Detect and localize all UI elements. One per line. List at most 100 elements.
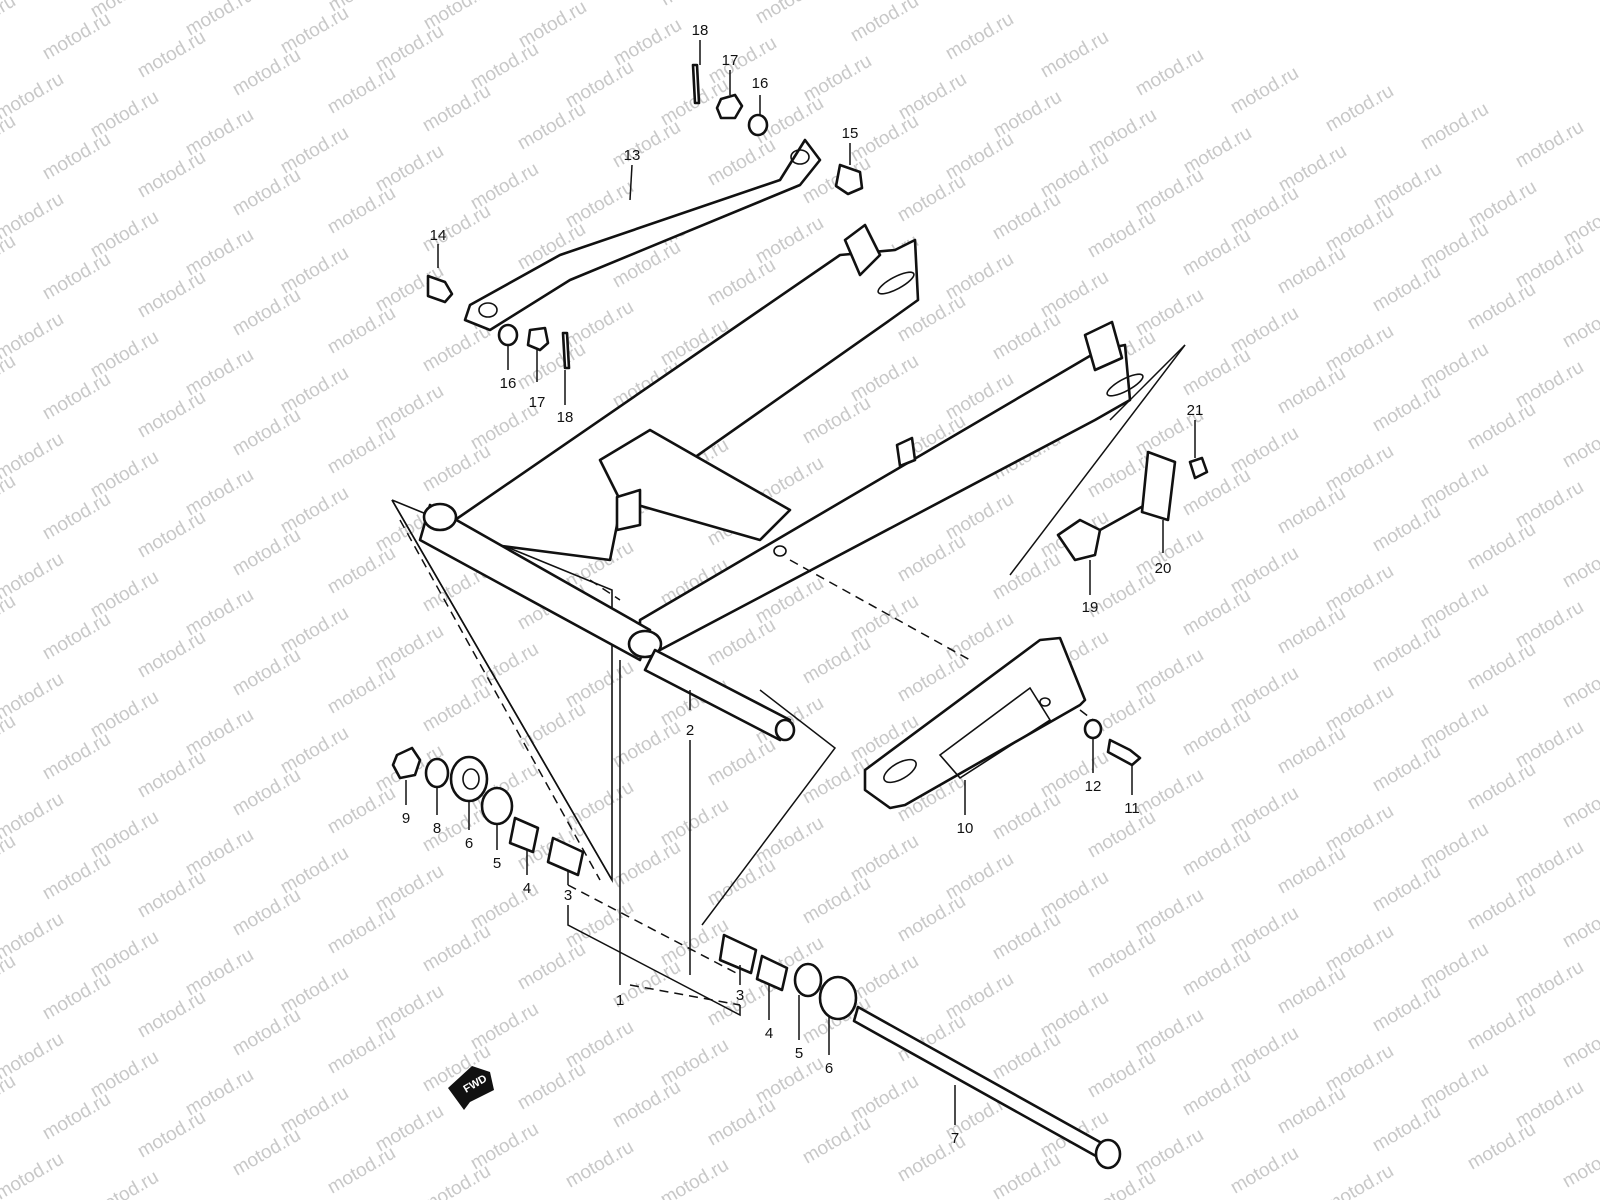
callout-1: 1: [616, 992, 624, 1009]
watermark-text: motod.ru: [1559, 537, 1600, 593]
hardware: [391, 63, 1209, 1170]
watermark-text: motod.ru: [1559, 777, 1600, 833]
watermark-text: motod.ru: [1179, 705, 1254, 761]
watermark-text: motod.ru: [39, 969, 114, 1025]
watermark-text: motod.ru: [229, 45, 304, 101]
watermark-text: motod.ru: [1179, 825, 1254, 881]
watermark-text: motod.ru: [1084, 807, 1159, 863]
watermark-text: motod.ru: [989, 309, 1064, 365]
watermark-text: motod.ru: [1274, 603, 1349, 659]
callout-14: 14: [430, 227, 447, 244]
leader-lines: [405, 40, 1196, 1125]
watermark-text: motod.ru: [134, 267, 209, 323]
watermark-text: motod.ru: [704, 855, 779, 911]
callout-6-right: 6: [825, 1060, 833, 1077]
watermark-text: motod.ru: [229, 765, 304, 821]
watermark-text: motod.ru: [1179, 945, 1254, 1001]
callout-10: 10: [957, 820, 974, 837]
watermark-text: motod.ru: [514, 939, 589, 995]
watermark-text: motod.ru: [229, 165, 304, 221]
watermark-text: motod.ru: [229, 885, 304, 941]
watermark-text: motod.ru: [1037, 27, 1112, 83]
torque-rod: [463, 138, 822, 332]
watermark-text: motod.ru: [0, 591, 19, 647]
watermark-text: motod.ru: [1417, 99, 1492, 155]
watermark-text: motod.ru: [657, 1155, 732, 1200]
chain-guide: [863, 636, 1087, 810]
watermark-text: motod.ru: [1369, 381, 1444, 437]
callout-4-right: 4: [765, 1025, 773, 1042]
watermark-text: motod.ru: [1369, 1101, 1444, 1157]
watermark-text: motod.ru: [1464, 999, 1539, 1055]
callout-3-left: 3: [564, 887, 572, 904]
callout-19: 19: [1082, 599, 1099, 616]
callout-5-right: 5: [795, 1045, 803, 1062]
watermark-text: motod.ru: [1464, 399, 1539, 455]
fwd-direction-badge: FWD: [448, 1066, 494, 1110]
watermark-text: motod.ru: [704, 135, 779, 191]
watermark-text: motod.ru: [0, 471, 19, 527]
watermark-text: motod.ru: [134, 387, 209, 443]
watermark-text: motod.ru: [419, 1161, 494, 1200]
watermark-text: motod.ru: [1369, 261, 1444, 317]
watermark-text: motod.ru: [1274, 843, 1349, 899]
watermark-text: motod.ru: [1274, 723, 1349, 779]
watermark-text: motod.ru: [0, 1071, 19, 1127]
watermark-text: motod.ru: [847, 0, 922, 46]
watermark-text: motod.ru: [1559, 417, 1600, 473]
watermark-text: motod.ru: [134, 747, 209, 803]
watermark-text: motod.ru: [799, 633, 874, 689]
watermark-text: motod.ru: [0, 231, 19, 287]
watermark-text: motod.ru: [229, 645, 304, 701]
watermark-text: motod.ru: [799, 873, 874, 929]
callout-17-top: 17: [722, 52, 739, 69]
watermark-text: motod.ru: [134, 867, 209, 923]
watermark-text: motod.ru: [324, 1023, 399, 1079]
watermark-text: motod.ru: [1132, 45, 1207, 101]
watermark-text: motod.ru: [0, 951, 19, 1007]
watermark-text: motod.ru: [1274, 363, 1349, 419]
watermark-text: motod.ru: [1369, 501, 1444, 557]
watermark-text: motod.ru: [704, 615, 779, 671]
watermark-text: motod.ru: [942, 9, 1017, 65]
watermark-text: motod.ru: [514, 1059, 589, 1115]
watermark-text: motod.ru: [894, 531, 969, 587]
callout-18-top: 18: [692, 22, 709, 39]
watermark-text: motod.ru: [39, 369, 114, 425]
watermark-text: motod.ru: [87, 1167, 162, 1200]
watermark-text: motod.ru: [799, 393, 874, 449]
watermark-text: motod.ru: [419, 681, 494, 737]
callout-18-lower: 18: [557, 409, 574, 426]
watermark-text: motod.ru: [1369, 981, 1444, 1037]
watermark-text: motod.ru: [1179, 1065, 1254, 1121]
watermark-text: motod.ru: [1227, 63, 1302, 119]
watermark-text: motod.ru: [704, 1095, 779, 1151]
watermark-text: motod.ru: [1322, 81, 1397, 137]
callout-12: 12: [1085, 778, 1102, 795]
watermark-text: motod.ru: [324, 1143, 399, 1199]
watermark-text: motod.ru: [1274, 1083, 1349, 1139]
callout-6-left: 6: [465, 835, 473, 852]
watermark-text: motod.ru: [1179, 465, 1254, 521]
callout-5-left: 5: [493, 855, 501, 872]
watermark-text: motod.ru: [1274, 963, 1349, 1019]
watermark-text: motod.ru: [324, 903, 399, 959]
watermark-text: motod.ru: [1179, 585, 1254, 641]
watermark-text: motod.ru: [657, 0, 732, 10]
watermark-text: motod.ru: [1322, 1161, 1397, 1200]
watermark-text: motod.ru: [1274, 483, 1349, 539]
watermark-text: motod.ru: [419, 921, 494, 977]
watermark-text: motod.ru: [324, 63, 399, 119]
watermark-text: motod.ru: [1464, 1119, 1539, 1175]
watermark-text: motod.ru: [229, 285, 304, 341]
watermark-text: motod.ru: [324, 303, 399, 359]
watermark-text: motod.ru: [989, 1149, 1064, 1200]
watermark-text: motod.ru: [1369, 741, 1444, 797]
callout-7: 7: [951, 1130, 959, 1147]
watermark-text: motod.ru: [419, 441, 494, 497]
watermark-text: motod.ru: [39, 9, 114, 65]
watermark-text: motod.ru: [1274, 243, 1349, 299]
watermark-text: motod.ru: [1084, 1167, 1159, 1200]
watermark-text: motod.ru: [1464, 519, 1539, 575]
watermark-text: motod.ru: [704, 255, 779, 311]
